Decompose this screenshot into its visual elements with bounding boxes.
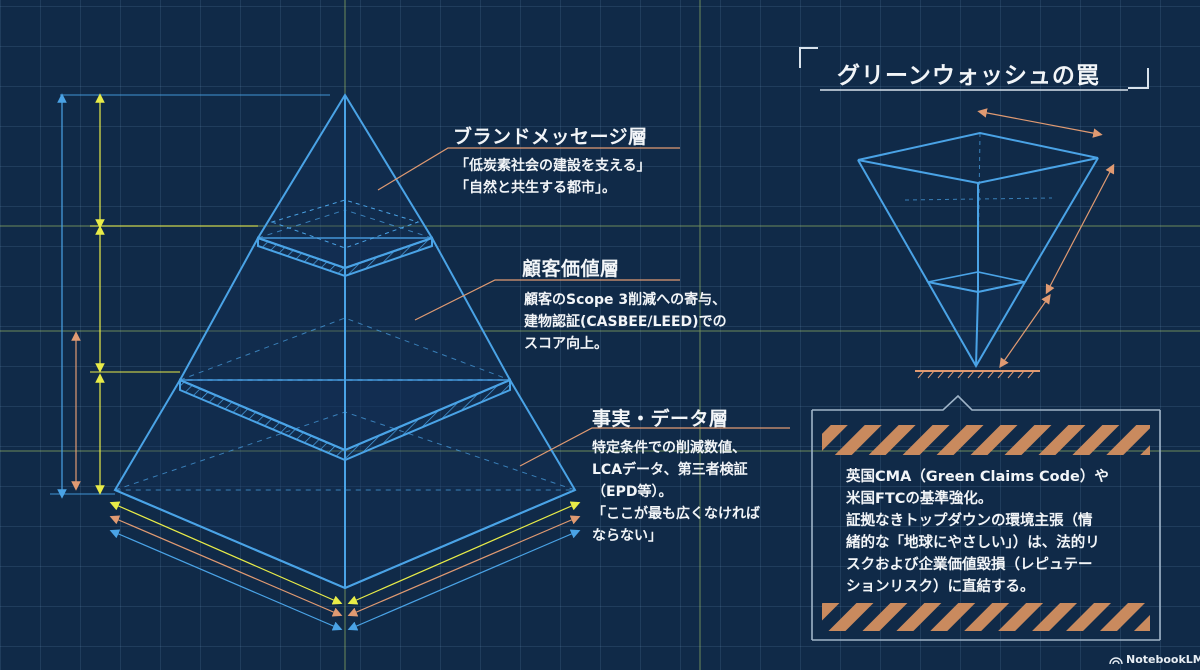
- layer-desc-customer-value: 顧客のScope 3削減への寄与、 建物認証(CASBEE/LEED)での スコ…: [524, 289, 727, 355]
- dimension-lines-bottom: [109, 501, 581, 631]
- hazard-stripe-bottom: [822, 603, 1150, 631]
- greenwash-title: グリーンウォッシュの罠: [837, 63, 1100, 89]
- layer-desc-brand-message: 「低炭素社会の建設を支える」 「自然と共生する都市」。: [455, 155, 651, 199]
- brand-label: NotebookLM: [1126, 653, 1200, 666]
- warning-panel-frame: [811, 394, 1161, 641]
- callout-leaders: [377, 147, 790, 467]
- layer-desc-facts-data: 特定条件での削減数値、 LCAデータ、第三者検証 （EPD等）。 「ここが最も広…: [592, 437, 760, 547]
- desc-line: スコア向上。: [524, 336, 608, 352]
- layer-title-customer-value: 顧客価値層: [522, 258, 620, 280]
- greenwash-warning-text: 英国CMA（Green Claims Code）や 米国FTCの基準強化。 証拠…: [846, 466, 1109, 598]
- desc-line: ならない」: [592, 528, 662, 544]
- hazard-stripe-top: [822, 425, 1150, 455]
- desc-line: 建物認証(CASBEE/LEED)での: [524, 314, 727, 330]
- warning-line: 緒的な「地球にやさしい」）は、法的リ: [846, 535, 1100, 551]
- warning-line: ションリスク）に直結する。: [846, 579, 1035, 595]
- warning-line: スクおよび企業価値毀損（レピュテー: [846, 557, 1093, 573]
- notebooklm-logo: [1109, 657, 1123, 665]
- desc-line: （EPD等）。: [592, 484, 673, 500]
- desc-line: LCAデータ、第三者検証: [592, 462, 748, 478]
- desc-line: 特定条件での削減数値、: [592, 440, 746, 456]
- layer-title-brand-message: ブランドメッセージ層: [453, 126, 648, 148]
- dimension-lines-left: [50, 93, 330, 499]
- warning-line: 米国FTCの基準強化。: [846, 491, 993, 507]
- desc-line: 「低炭素社会の建設を支える」: [455, 158, 651, 174]
- warning-line: 証拠なきトップダウンの環境主張（情: [846, 513, 1093, 529]
- inverted-top-face: [857, 131, 1099, 185]
- desc-line: 顧客のScope 3削減への寄与、: [524, 292, 727, 308]
- desc-line: 「自然と共生する都市」。: [455, 180, 616, 196]
- layer-title-facts-data: 事実・データ層: [592, 408, 729, 430]
- title-bracket: [799, 47, 1149, 91]
- inverted-pyramid: [857, 108, 1115, 379]
- warning-line: 英国CMA（Green Claims Code）や: [846, 469, 1109, 485]
- desc-line: 「ここが最も広くなければ: [592, 506, 760, 522]
